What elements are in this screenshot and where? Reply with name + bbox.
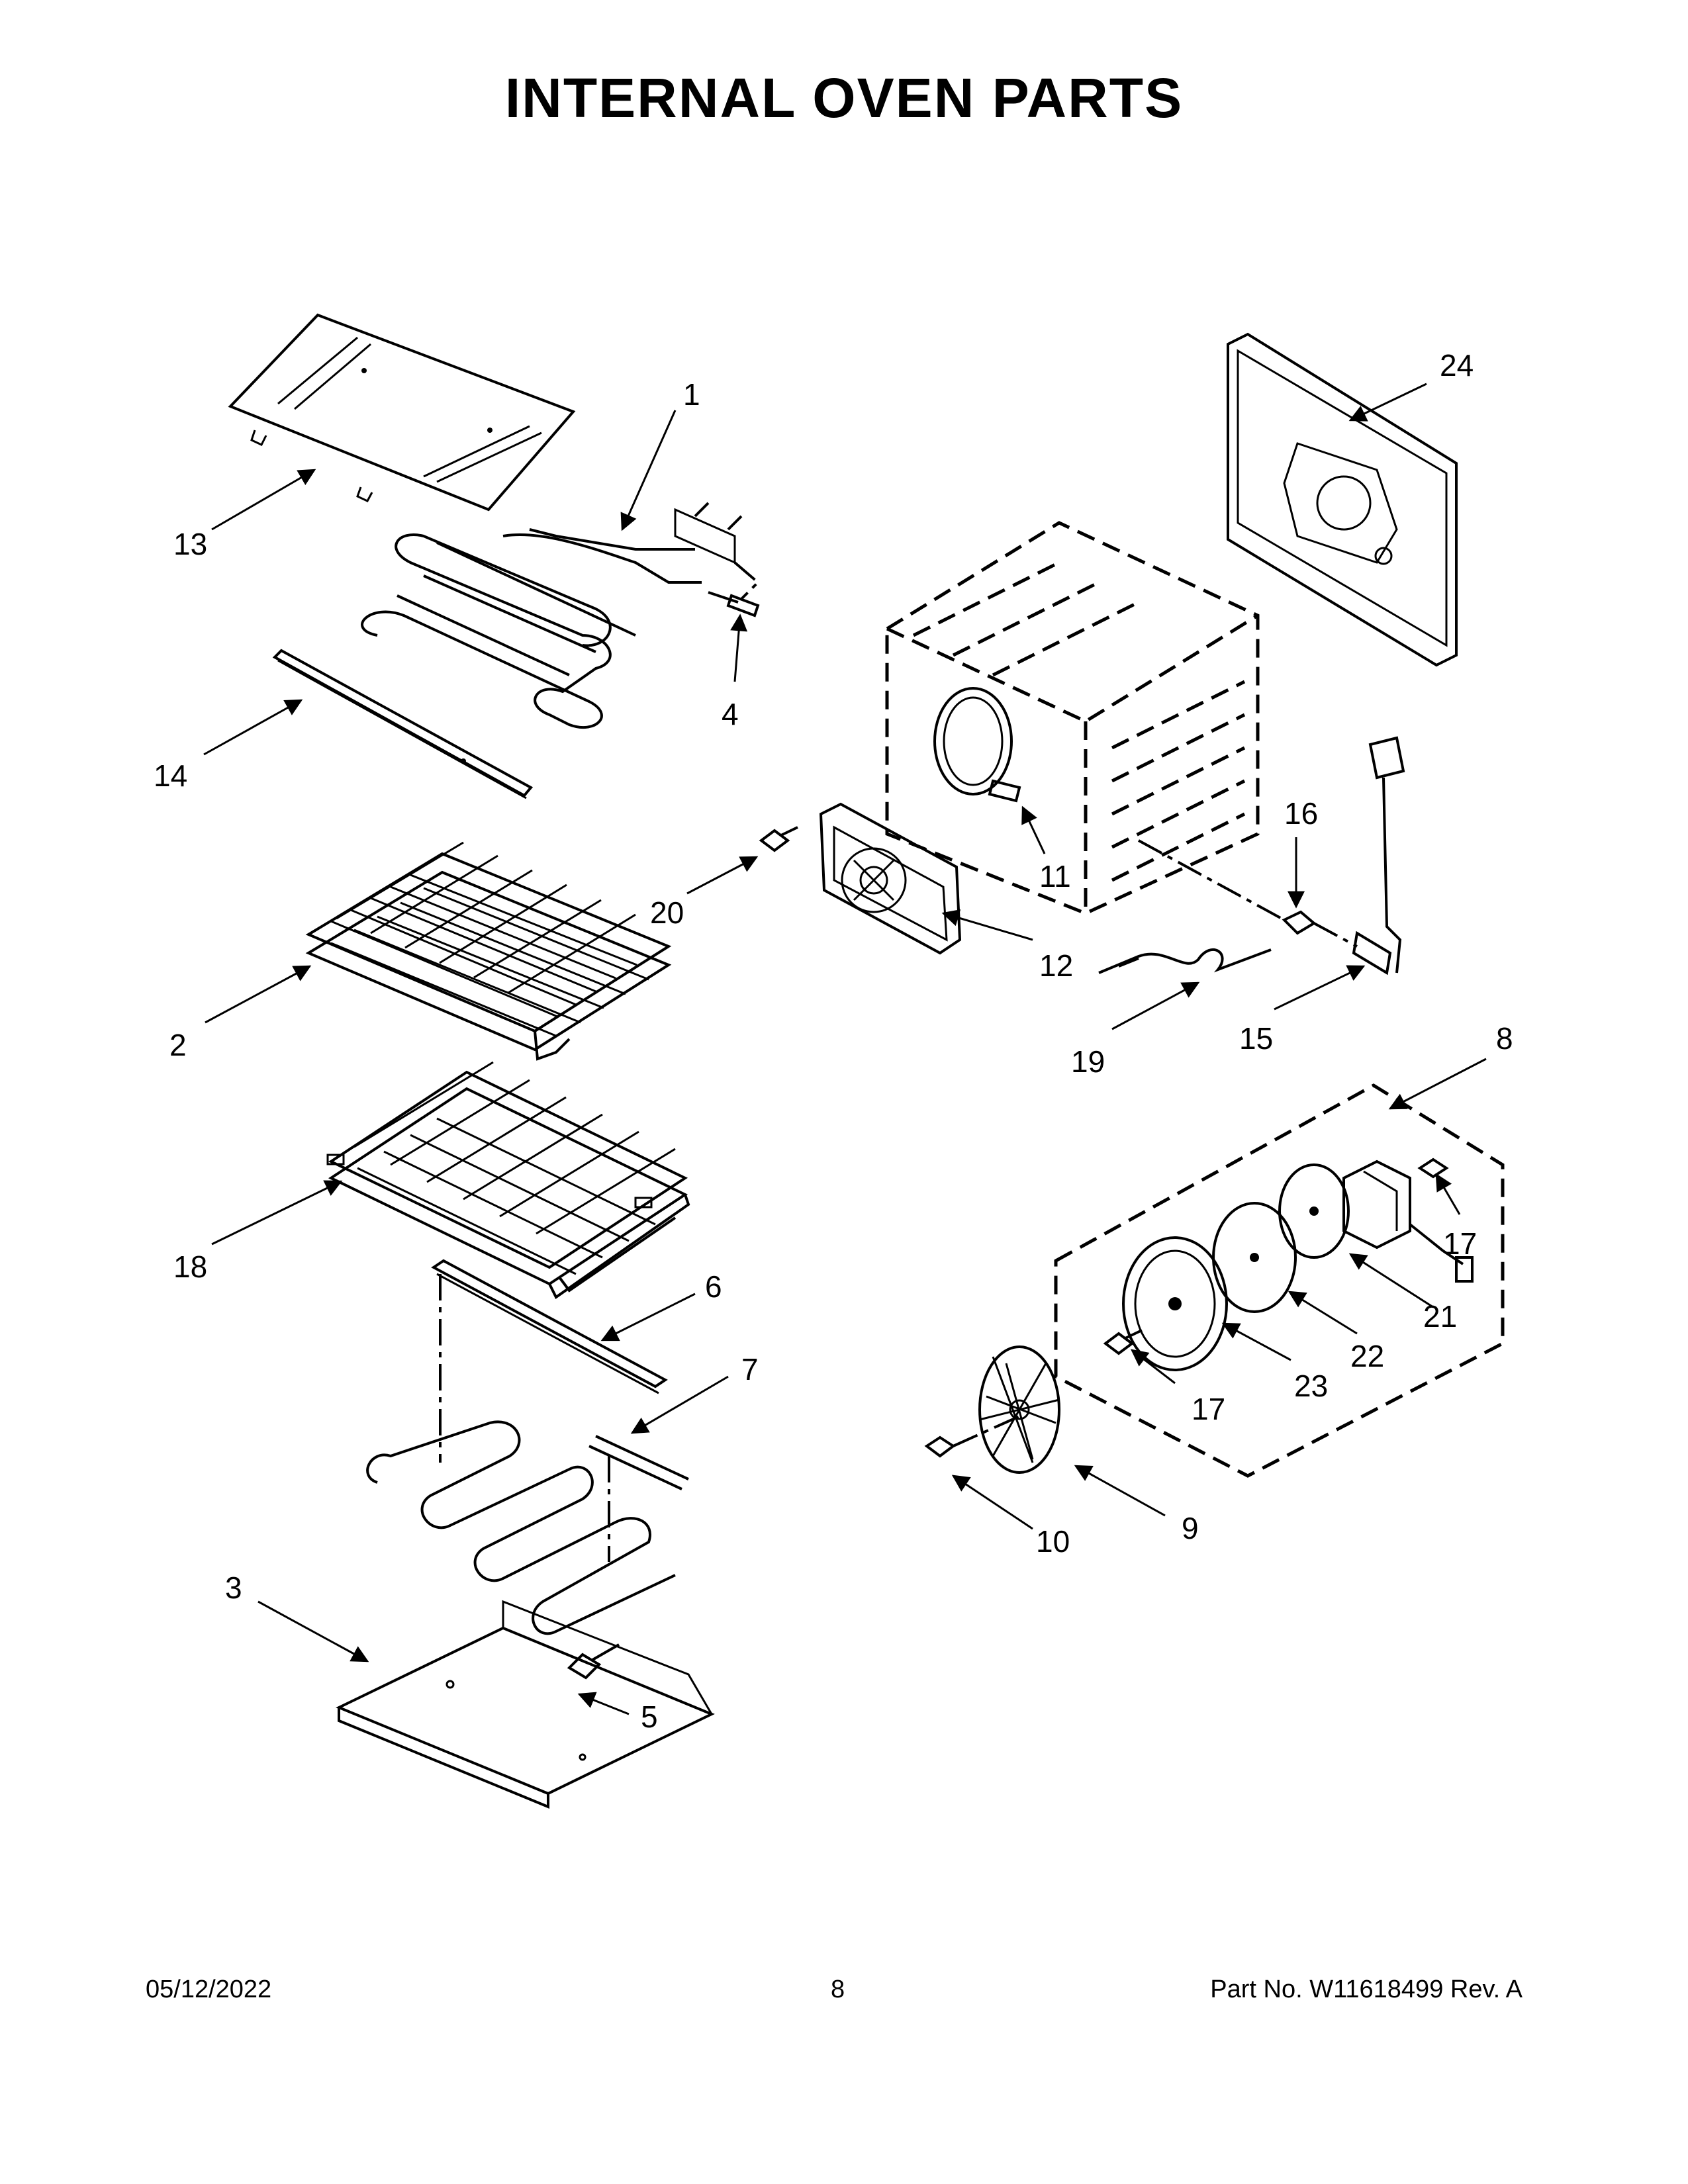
callout-16: 16 bbox=[1284, 796, 1318, 831]
part-fan-motor bbox=[1342, 1160, 1474, 1283]
part-5-screw bbox=[567, 1643, 620, 1680]
callout-10: 10 bbox=[1036, 1524, 1070, 1559]
footer-part-number: Part No. W11618499 Rev. A bbox=[1210, 1976, 1523, 2003]
part-8-motor-kit bbox=[1054, 1083, 1505, 1478]
callout-7: 7 bbox=[741, 1352, 759, 1387]
callout-21: 21 bbox=[1423, 1299, 1457, 1334]
part-22-insulation bbox=[1212, 1202, 1297, 1313]
callout-19: 19 bbox=[1071, 1044, 1105, 1079]
callout-14: 14 bbox=[154, 758, 187, 793]
part-17-screw-a bbox=[1417, 1158, 1449, 1179]
part-23-plate bbox=[1122, 1236, 1228, 1371]
callout-8: 8 bbox=[1496, 1021, 1513, 1056]
callout-labels: 1 13 4 14 2 18 6 7 3 5 24 11 12 20 16 15… bbox=[154, 348, 1513, 1734]
callout-11: 11 bbox=[1039, 859, 1071, 893]
part-17-screw-b bbox=[1103, 1329, 1143, 1355]
part-2-oven-rack bbox=[305, 841, 672, 1061]
callout-17-a: 17 bbox=[1443, 1226, 1477, 1261]
part-11-oven-cavity bbox=[885, 521, 1260, 915]
part-14-rail bbox=[272, 649, 534, 799]
callout-5: 5 bbox=[641, 1700, 658, 1734]
callout-6: 6 bbox=[705, 1269, 722, 1304]
part-21-gasket bbox=[1278, 1163, 1350, 1259]
callout-20: 20 bbox=[650, 895, 684, 930]
page-title: INTERNAL OVEN PARTS bbox=[504, 67, 1184, 129]
part-6-shield bbox=[431, 1259, 668, 1463]
footer-date: 05/12/2022 bbox=[146, 1976, 272, 2003]
callout-3: 3 bbox=[225, 1570, 242, 1605]
callout-12: 12 bbox=[1039, 948, 1073, 983]
callout-24: 24 bbox=[1440, 348, 1474, 383]
callout-23: 23 bbox=[1294, 1369, 1328, 1403]
part-18-sliding-rack bbox=[326, 1061, 690, 1299]
callout-2: 2 bbox=[169, 1028, 187, 1062]
callout-13: 13 bbox=[173, 527, 207, 561]
callout-1: 1 bbox=[683, 377, 700, 412]
part-7-bake-element bbox=[366, 1420, 689, 1635]
callout-9: 9 bbox=[1182, 1511, 1199, 1545]
part-9-fan-blade bbox=[978, 1345, 1060, 1474]
callout-22: 22 bbox=[1350, 1339, 1384, 1373]
part-24-rear-panel bbox=[1227, 332, 1458, 667]
leader-arrows bbox=[203, 383, 1487, 1715]
part-13-top-panel bbox=[228, 313, 576, 512]
part-20-screw bbox=[759, 826, 798, 852]
part-1-broil-element bbox=[361, 502, 760, 729]
footer-page-number: 8 bbox=[831, 1976, 845, 2003]
part-3-bottom-panel bbox=[336, 1600, 715, 1809]
callout-18: 18 bbox=[173, 1250, 207, 1284]
callout-4: 4 bbox=[722, 697, 739, 731]
part-16-nut bbox=[1138, 839, 1358, 948]
part-12-fan-cover bbox=[819, 802, 962, 955]
callout-15: 15 bbox=[1239, 1021, 1273, 1056]
callout-17-b: 17 bbox=[1192, 1392, 1225, 1426]
part-19-sensor bbox=[1098, 948, 1272, 974]
part-15-probe-assembly bbox=[1352, 736, 1405, 976]
part-10-nut bbox=[924, 1415, 1020, 1458]
